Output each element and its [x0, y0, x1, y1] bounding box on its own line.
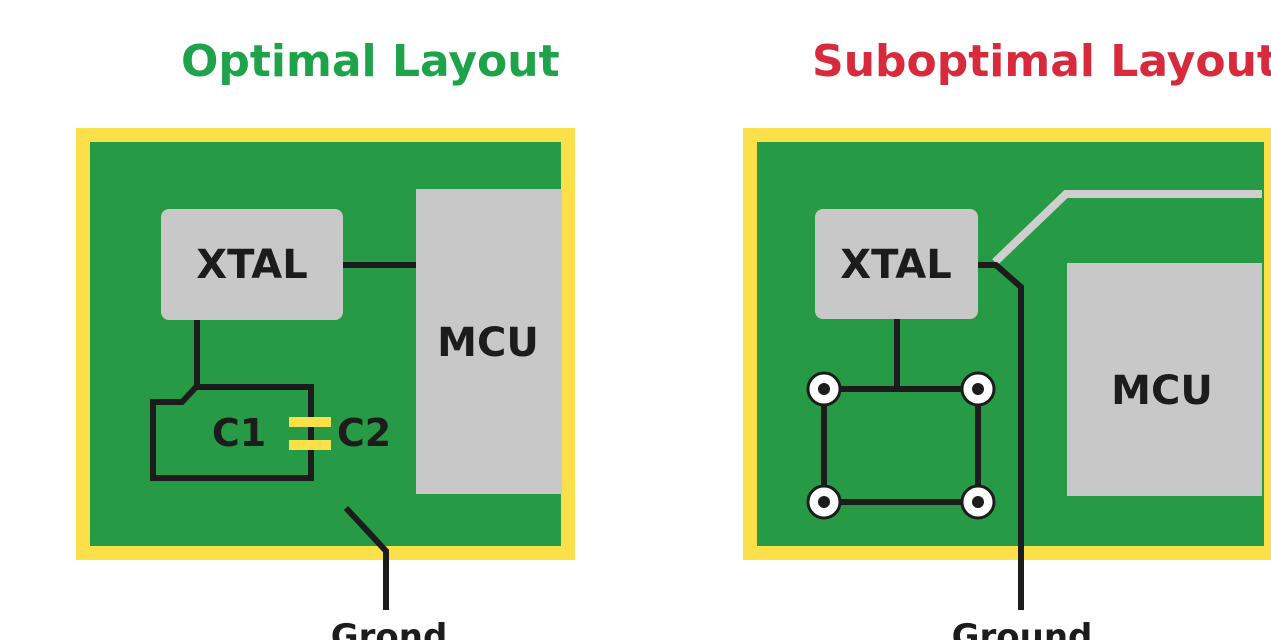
suboptimal-capacitor-loop — [821, 386, 981, 505]
optimal-c2-label: C2 — [337, 411, 391, 455]
suboptimal-xtal-chip — [815, 209, 978, 319]
suboptimal-ground-label: Ground — [952, 617, 1093, 640]
suboptimal-via-bottom-right — [960, 484, 996, 520]
suboptimal-via-bottom-left — [806, 484, 842, 520]
optimal-layout-title: Optimal Layout — [181, 36, 560, 87]
optimal-mcu-label: MCU — [437, 320, 539, 366]
suboptimal-xtal-label: XTAL — [840, 242, 951, 288]
optimal-ground-trace — [343, 505, 389, 610]
optimal-cap-plate-bottom — [289, 440, 331, 450]
suboptimal-layout-title: Suboptimal Layout — [812, 36, 1271, 87]
optimal-c1-label: C1 — [212, 411, 266, 455]
suboptimal-board: XTAL MCU Ground — [743, 128, 1271, 640]
suboptimal-via-top-left — [806, 371, 842, 407]
suboptimal-long-trace — [992, 190, 1262, 265]
optimal-xtal-chip — [161, 209, 343, 320]
optimal-board: XTAL MCU C1 C2 Grond — [76, 128, 575, 640]
suboptimal-ground-trace — [978, 262, 1024, 610]
suboptimal-via-top-right — [960, 371, 996, 407]
optimal-mcu-chip — [416, 189, 562, 494]
suboptimal-mcu-chip — [1067, 263, 1262, 496]
optimal-cap-plate-top — [289, 417, 331, 427]
optimal-ground-label: Grond — [331, 617, 448, 640]
optimal-capacitor-loop — [150, 383, 314, 481]
optimal-xtal-label: XTAL — [196, 242, 307, 288]
suboptimal-mcu-label: MCU — [1111, 368, 1213, 414]
